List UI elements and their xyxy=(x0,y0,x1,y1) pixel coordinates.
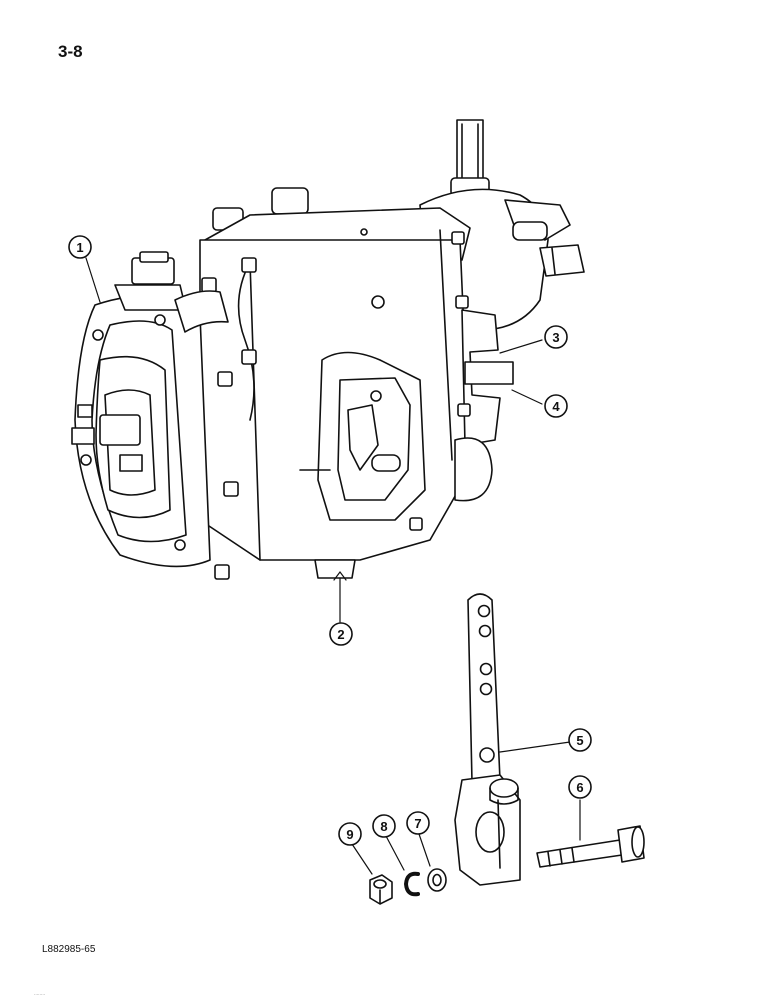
svg-text:4: 4 xyxy=(552,399,560,414)
mounting-flange xyxy=(71,295,211,568)
svg-text:3: 3 xyxy=(552,330,559,345)
inlet-fitting xyxy=(114,251,229,333)
svg-text:7: 7 xyxy=(414,816,421,831)
svg-text:9: 9 xyxy=(346,827,353,842)
drawing-id: L882985-65 xyxy=(42,944,96,955)
callout-1: 1 xyxy=(68,235,92,259)
svg-text:8: 8 xyxy=(380,819,387,834)
fuel-pump-assembly xyxy=(71,119,585,580)
callout-9: 9 xyxy=(338,822,362,846)
svg-text:6: 6 xyxy=(576,780,583,795)
svg-text:5: 5 xyxy=(576,733,583,748)
callout-5: 5 xyxy=(568,728,592,752)
callout-7: 7 xyxy=(406,811,430,835)
callout-2: 2 xyxy=(329,622,353,646)
callout-6: 6 xyxy=(568,775,592,799)
svg-text:1: 1 xyxy=(76,240,83,255)
footer-mark: ........ xyxy=(34,991,46,997)
callout-8: 8 xyxy=(372,814,396,838)
clamp-bolt xyxy=(536,825,645,868)
page-number: 3-8 xyxy=(58,42,83,61)
throttle-lever xyxy=(454,593,521,886)
top-fitting xyxy=(450,119,490,197)
hex-nut xyxy=(369,874,393,905)
svg-text:2: 2 xyxy=(337,627,344,642)
callout-3: 3 xyxy=(544,325,568,349)
leader-lines xyxy=(85,257,581,875)
callout-4: 4 xyxy=(544,394,568,418)
lever-holes xyxy=(477,604,495,763)
housing-bolts xyxy=(201,228,471,580)
lock-washer xyxy=(404,871,420,897)
flat-washer xyxy=(427,868,447,892)
